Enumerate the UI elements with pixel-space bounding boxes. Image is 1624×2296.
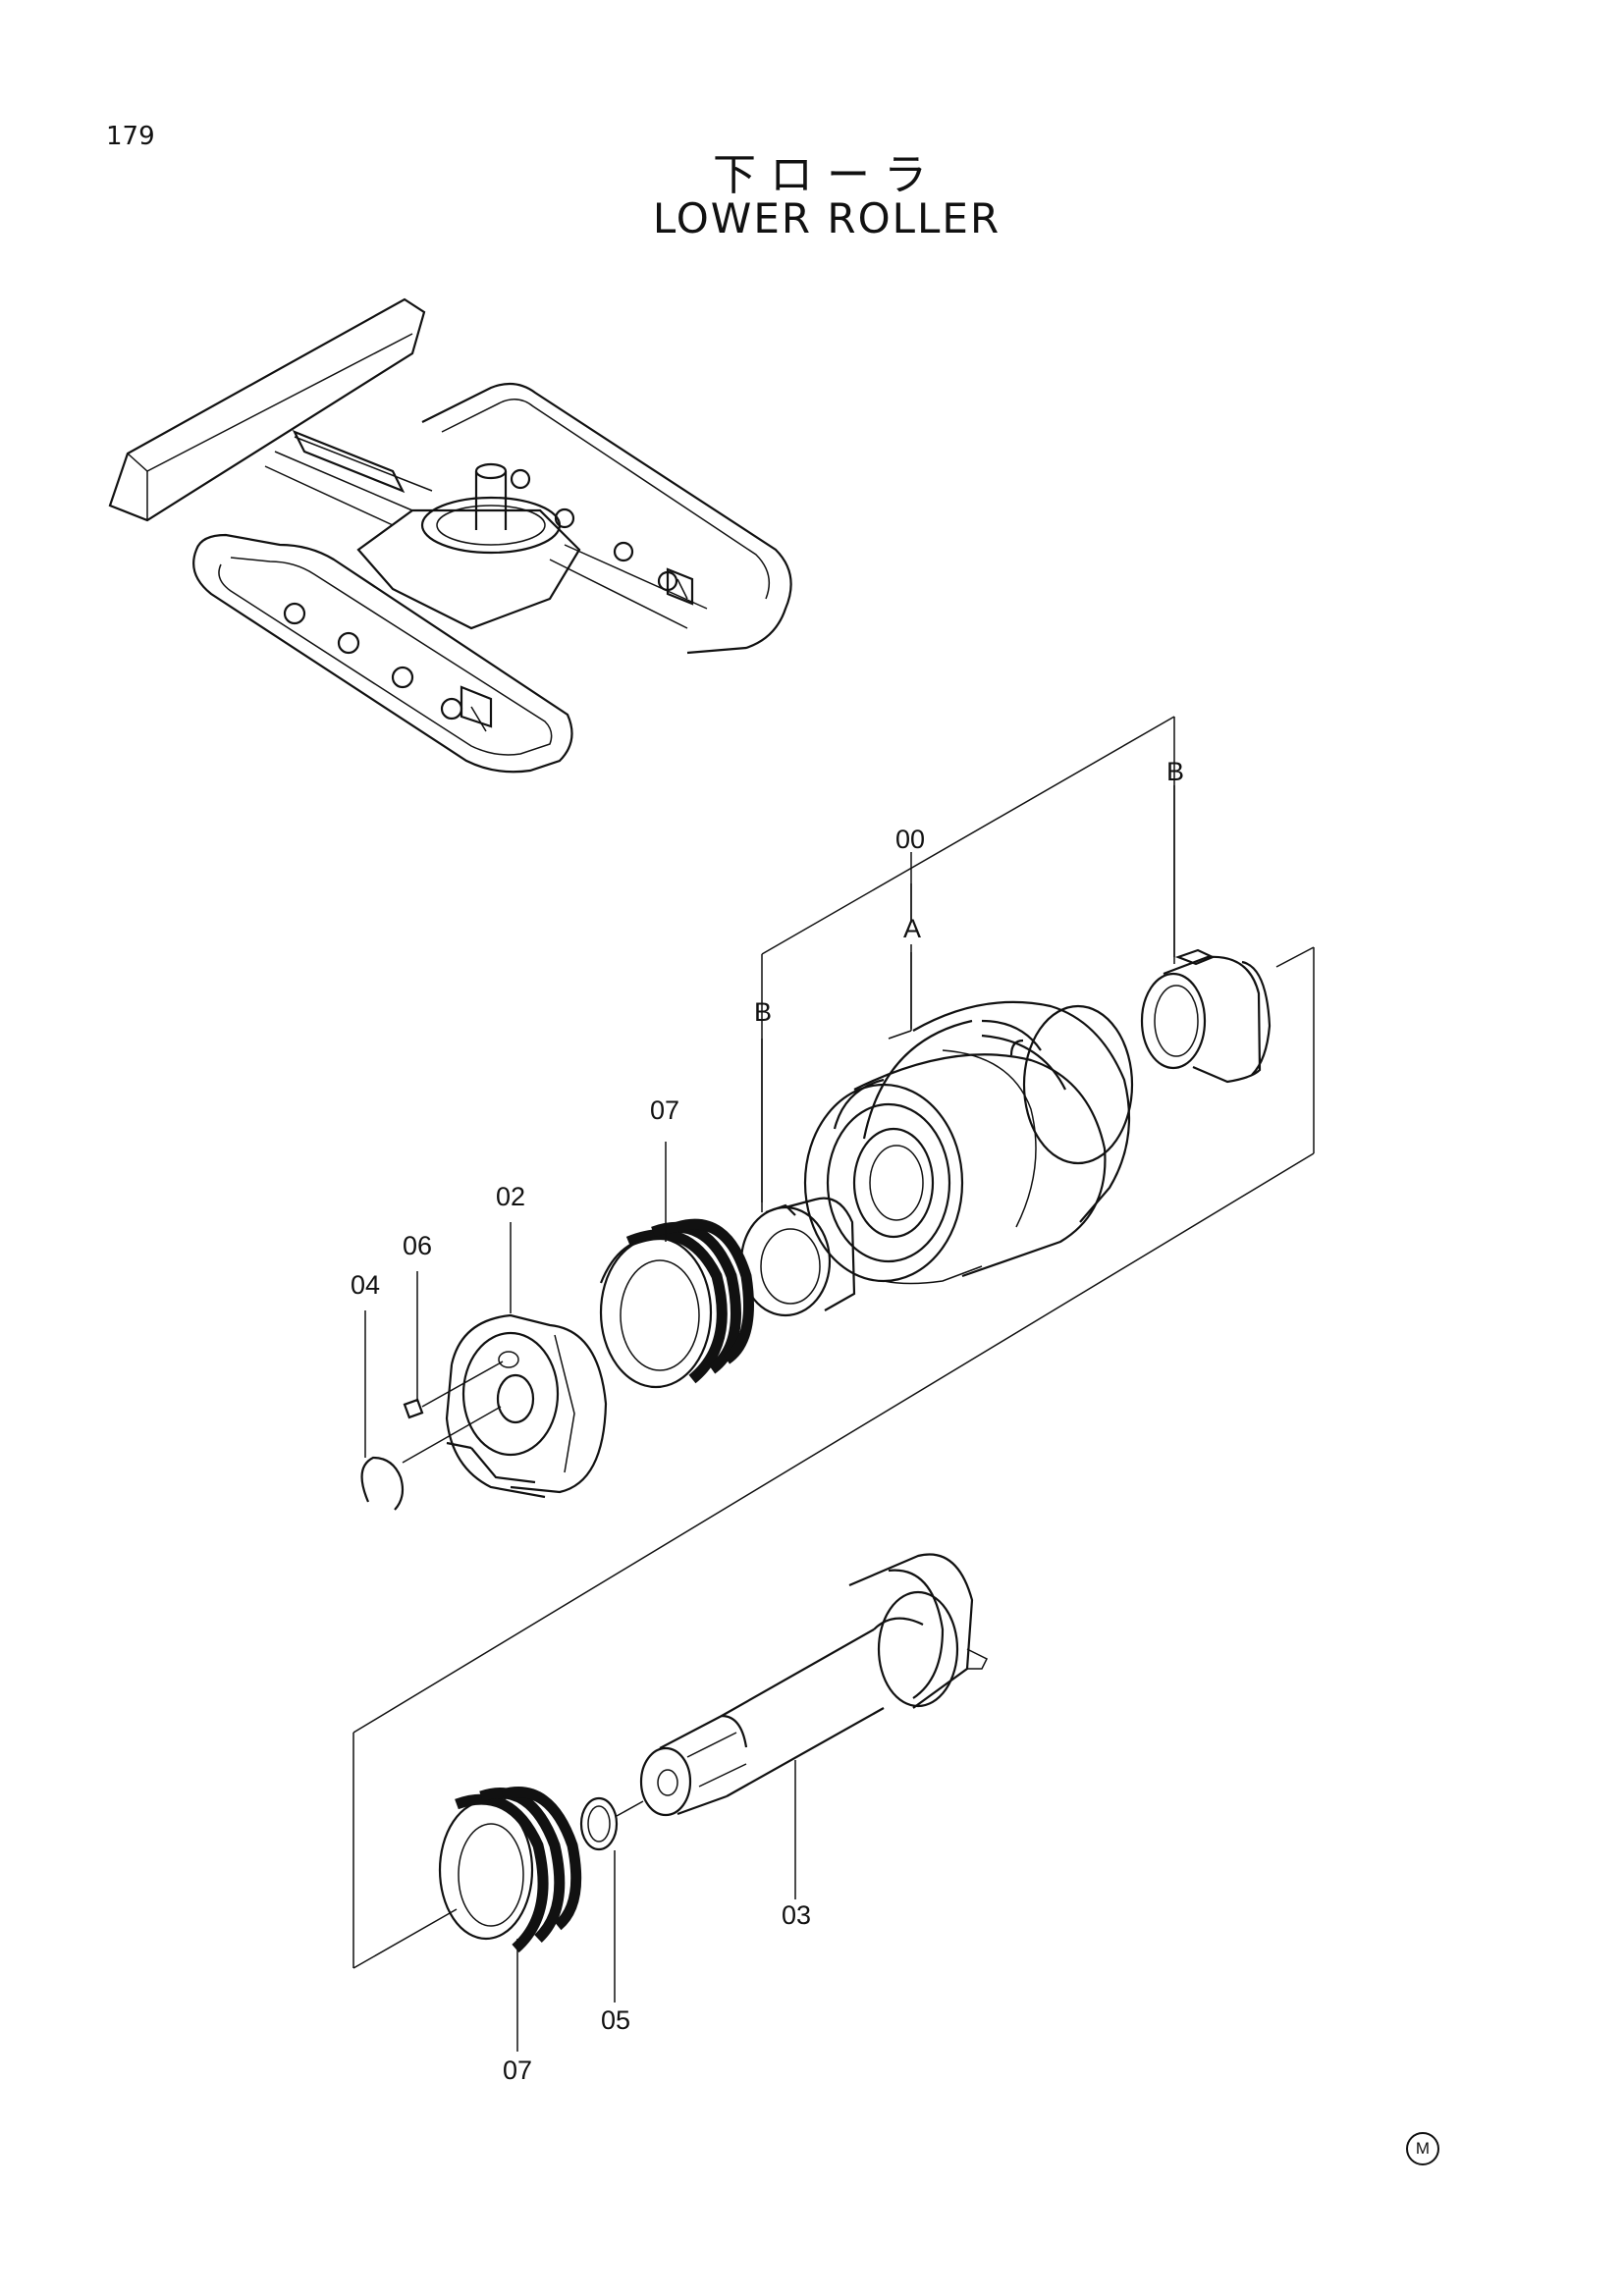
label-seal-lower-07: 07 xyxy=(503,2056,532,2085)
shaft xyxy=(639,1553,989,1817)
plug xyxy=(403,1361,504,1419)
label-ref-a: A xyxy=(903,914,921,943)
floating-seal-upper xyxy=(599,1218,754,1389)
part-labels: 00 A B B 07 02 06 04 03 05 07 xyxy=(351,757,1184,2085)
undercarriage-overview xyxy=(108,297,792,774)
label-plug-06: 06 xyxy=(403,1231,432,1260)
collar xyxy=(445,1313,608,1499)
roller-body xyxy=(803,1000,1134,1285)
title-japanese: 下ローラ xyxy=(713,150,941,200)
label-ref-b-top: B xyxy=(1166,757,1184,786)
o-ring xyxy=(579,1796,644,1851)
page-number: 179 xyxy=(106,122,155,151)
bushing-right xyxy=(1140,948,1272,1084)
label-collar-02: 02 xyxy=(496,1182,525,1211)
label-ref-b-left: B xyxy=(754,997,772,1027)
label-shaft-03: 03 xyxy=(782,1900,811,1930)
manufacturer-mark: M xyxy=(1406,2132,1439,2165)
reference-bracket-lines xyxy=(352,716,1315,1969)
label-seal-upper-07: 07 xyxy=(650,1095,679,1125)
title-english: LOWER ROLLER xyxy=(652,194,1001,242)
label-o-ring-05: 05 xyxy=(601,2005,630,2035)
snap-ring xyxy=(360,1406,502,1511)
bushing-left xyxy=(739,1197,856,1317)
leader-lines xyxy=(364,785,1175,2052)
label-assembly-00: 00 xyxy=(895,825,925,854)
label-snap-ring-04: 04 xyxy=(351,1270,380,1300)
floating-seal-lower xyxy=(438,1787,582,1953)
